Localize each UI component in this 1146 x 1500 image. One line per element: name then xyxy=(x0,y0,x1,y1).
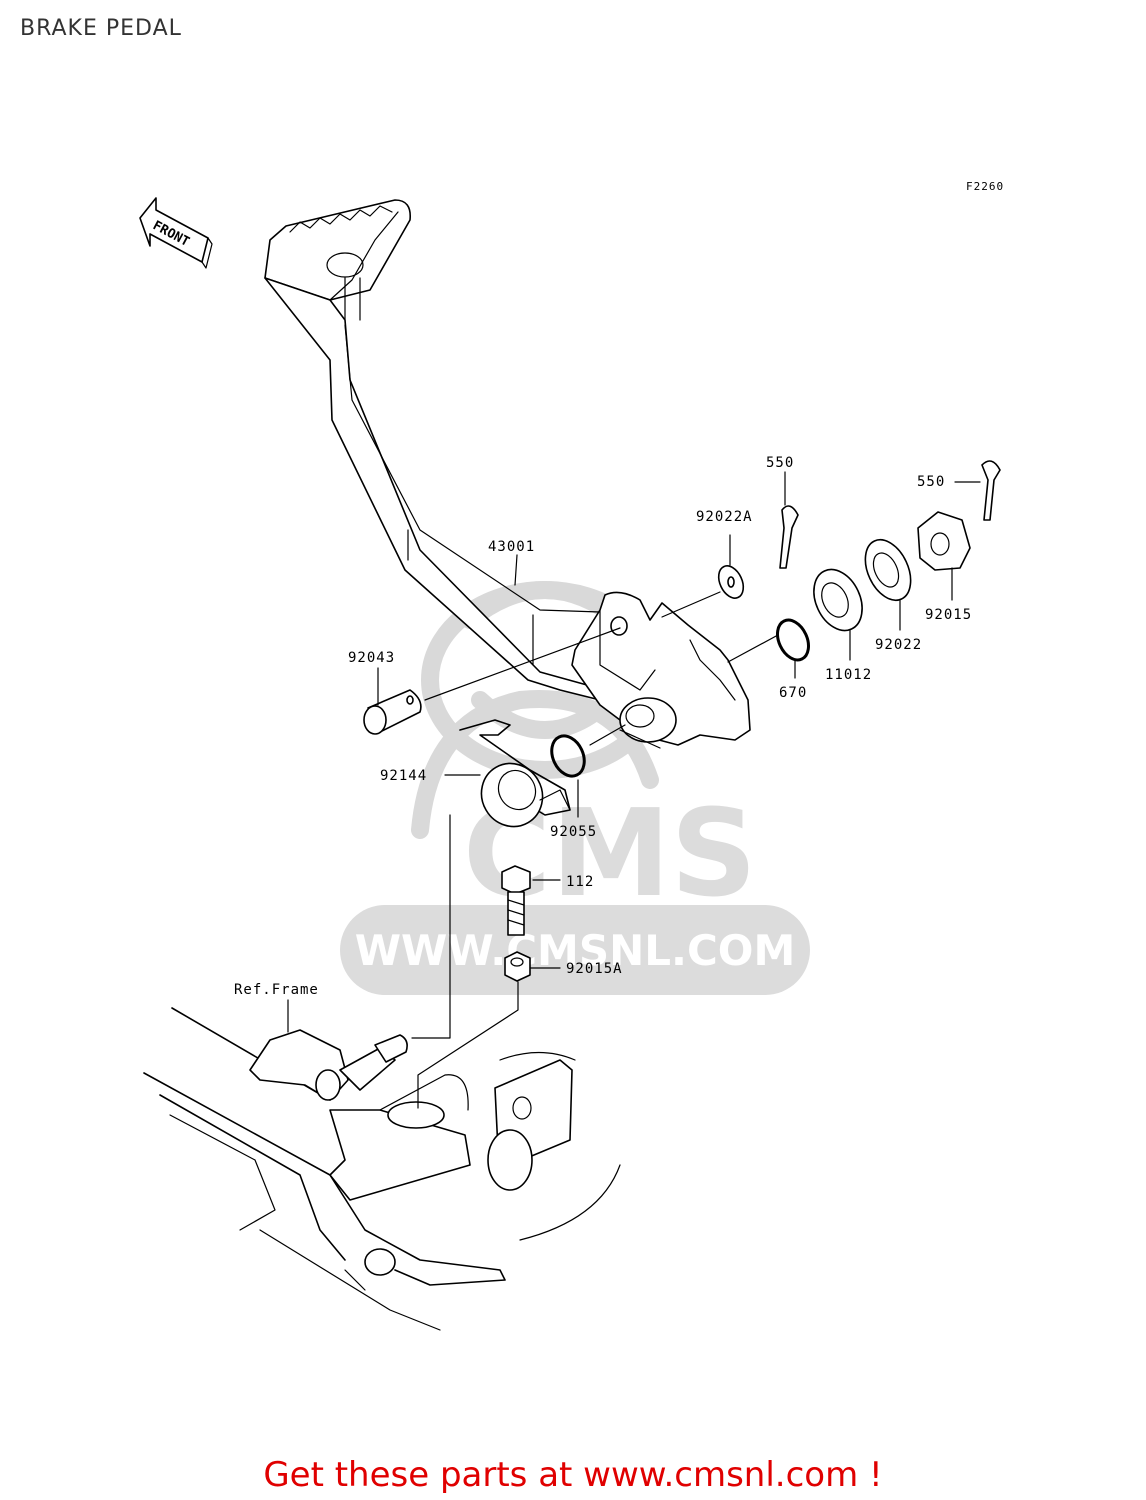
watermark-url: WWW.CMSNL.COM xyxy=(355,926,796,975)
callout-92015: 92015 xyxy=(925,607,972,623)
front-direction-arrow: FRONT xyxy=(139,197,213,269)
spring-92144 xyxy=(459,719,571,828)
footer-link-text[interactable]: Get these parts at www.cmsnl.com ! xyxy=(263,1455,883,1495)
leader-lines xyxy=(287,471,981,1109)
brake-pedal-43001 xyxy=(264,199,751,749)
callout-92022A: 92022A xyxy=(696,509,753,525)
callout-92022: 92022 xyxy=(875,637,922,653)
nut-92015 xyxy=(917,511,971,571)
nut-92015A xyxy=(504,951,531,982)
washer-92022 xyxy=(864,538,912,602)
cotter-pin-550-right xyxy=(981,460,1001,521)
callout-92043: 92043 xyxy=(348,650,395,666)
seal-11012 xyxy=(813,568,863,632)
figure-code: F2260 xyxy=(966,180,1004,193)
callout-11012: 11012 xyxy=(825,667,872,683)
callout-92055: 92055 xyxy=(550,824,597,840)
callout-550-right: 550 xyxy=(917,474,945,490)
cotter-pin-550-left xyxy=(779,505,799,569)
washer-92022A xyxy=(717,565,745,599)
callout-112: 112 xyxy=(566,874,594,890)
callout-92144: 92144 xyxy=(380,768,427,784)
bolt-112 xyxy=(501,865,531,936)
callout-43001: 43001 xyxy=(488,539,535,555)
callout-labels: 43001 92043 92022A 550 550 92015 92022 1… xyxy=(234,455,972,998)
oring-670 xyxy=(776,618,810,662)
reference-frame xyxy=(143,1007,621,1331)
page-title: BRAKE PEDAL xyxy=(20,16,182,41)
callout-ref-frame: Ref.Frame xyxy=(234,982,319,998)
oring-92055 xyxy=(550,734,586,778)
callout-550-left: 550 xyxy=(766,455,794,471)
pin-92043 xyxy=(363,689,422,735)
callout-92015A: 92015A xyxy=(566,961,623,977)
callout-670: 670 xyxy=(779,685,807,701)
